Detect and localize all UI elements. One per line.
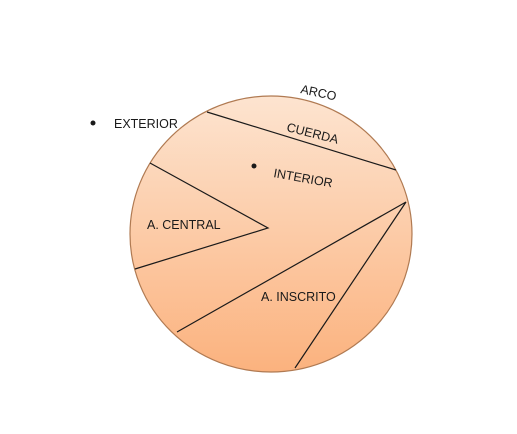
central-angle-label: A. CENTRAL xyxy=(147,218,221,232)
circle xyxy=(129,95,413,373)
interior-point xyxy=(251,163,257,169)
inscribed-angle-label: A. INSCRITO xyxy=(261,290,336,304)
central-angle-lines xyxy=(134,162,270,270)
exterior-point xyxy=(90,120,96,126)
inscribed-angle-lines xyxy=(176,201,407,369)
chord-line xyxy=(206,111,397,171)
exterior-label: EXTERIOR xyxy=(114,117,178,131)
